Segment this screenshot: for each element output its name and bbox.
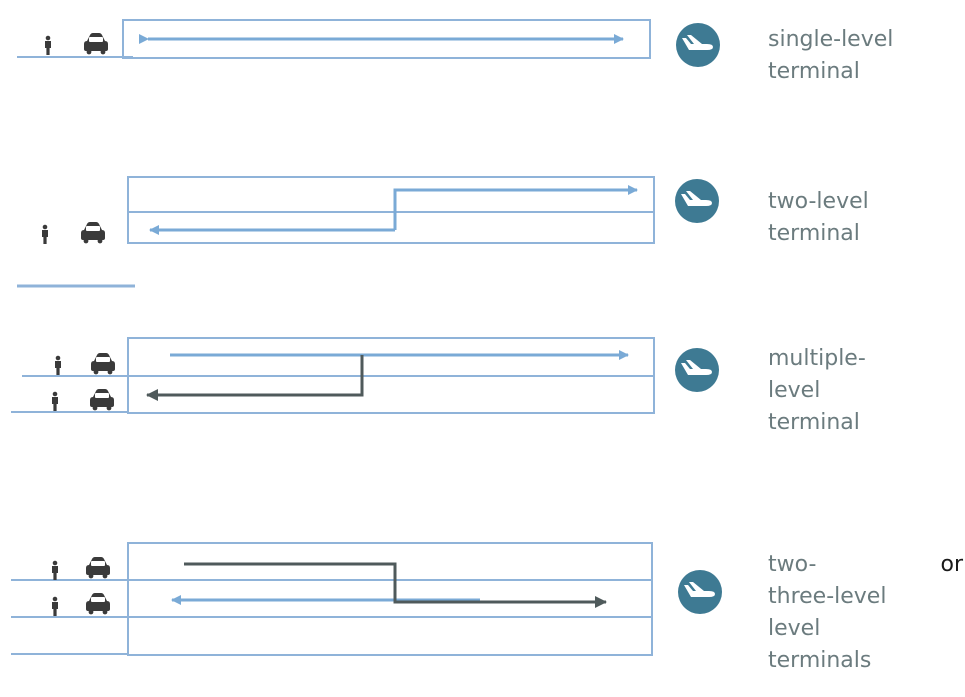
single-level-label: single-level terminal bbox=[768, 24, 893, 88]
terminal-frame bbox=[127, 176, 655, 244]
departure-arrow bbox=[184, 562, 607, 608]
two-or-three-level-label: two- or three-level level terminals bbox=[768, 549, 963, 677]
departure-arrow bbox=[393, 185, 638, 230]
single-level-diagram bbox=[17, 19, 720, 67]
multiple-level-diagram bbox=[11, 337, 719, 414]
label-line: multiple- bbox=[768, 346, 866, 371]
two-or-three-level-diagram bbox=[11, 542, 722, 656]
two-level-diagram bbox=[17, 176, 719, 288]
label-line: three-level bbox=[768, 584, 887, 609]
car-icon bbox=[84, 33, 108, 55]
car-icon bbox=[91, 353, 115, 375]
label-line: terminal bbox=[768, 410, 860, 435]
terminal-frame bbox=[122, 19, 651, 59]
car-icon bbox=[90, 389, 114, 411]
airplane-icon bbox=[678, 570, 722, 614]
car-icon bbox=[81, 222, 105, 244]
multiple-level-label: multiple- level terminal bbox=[768, 343, 866, 439]
label-line: terminal bbox=[768, 59, 860, 84]
label-line: level bbox=[768, 616, 821, 641]
person-icon bbox=[55, 355, 61, 375]
terminal-frame bbox=[127, 542, 653, 656]
person-icon bbox=[42, 224, 48, 244]
airplane-icon bbox=[675, 348, 719, 392]
label-first-row: two- or bbox=[768, 549, 963, 581]
person-icon bbox=[52, 391, 58, 411]
person-icon bbox=[45, 35, 51, 55]
label-line: two-level bbox=[768, 189, 869, 214]
label-line: single-level bbox=[768, 27, 894, 52]
person-icon bbox=[52, 560, 58, 580]
label-line: two- bbox=[768, 552, 817, 577]
label-line: level bbox=[768, 378, 821, 403]
two-level-label: two-level terminal bbox=[768, 186, 869, 250]
airplane-icon bbox=[676, 23, 720, 67]
label-line: or bbox=[940, 552, 963, 577]
person-icon bbox=[52, 596, 58, 616]
label-line: terminals bbox=[768, 648, 872, 673]
label-line: terminal bbox=[768, 221, 860, 246]
arrival-arrow bbox=[146, 355, 364, 401]
car-icon bbox=[86, 593, 110, 615]
airplane-icon bbox=[675, 179, 719, 223]
car-icon bbox=[86, 557, 110, 579]
